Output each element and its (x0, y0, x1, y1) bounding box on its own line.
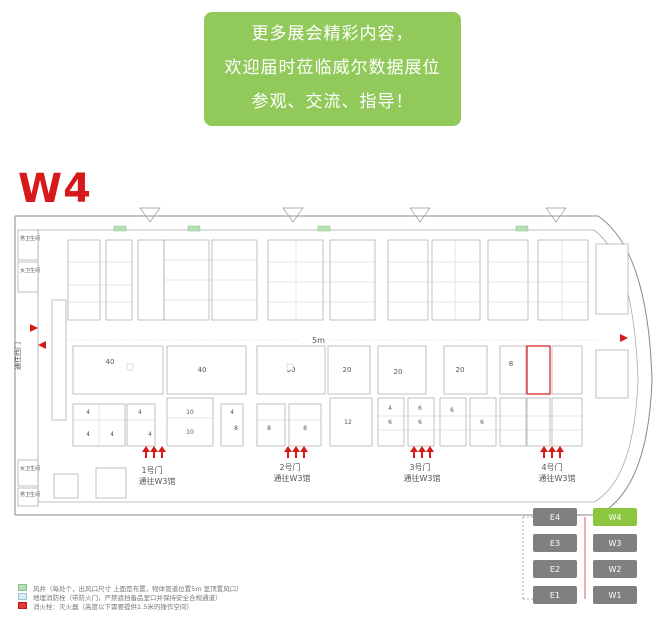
hall-title: W4 (18, 166, 92, 212)
svg-text:4: 4 (148, 431, 152, 438)
upper-booth-dividers (68, 240, 588, 320)
middle-booths (72, 345, 629, 399)
minimap-hall-e1: E1 (533, 586, 577, 604)
svg-text:20: 20 (394, 368, 403, 376)
fire-extinguisher-icon (18, 602, 27, 609)
gate-2-sub: 通往W3馆 (274, 473, 311, 483)
gate-2-label: 2号门 (279, 462, 300, 472)
svg-text:6: 6 (418, 405, 422, 412)
gate-1-label: 1号门 (141, 465, 162, 475)
gate-3-sub: 通往W3馆 (404, 473, 441, 483)
svg-text:8: 8 (303, 425, 307, 432)
men-restroom-bottom: 男卫生间 (20, 491, 40, 498)
minimap-hall-e4: E4 (533, 508, 577, 526)
hall-minimap: E4 W4 E3 W3 E2 W2 E1 W1 (519, 503, 649, 610)
svg-text:4: 4 (388, 405, 392, 412)
banner-line-3: 参观、交流、指导！ (251, 92, 414, 112)
minimap-hall-w4-active: W4 (593, 508, 637, 526)
svg-text:4: 4 (86, 431, 90, 438)
svg-text:10: 10 (186, 409, 194, 416)
legend-item: 消火栓：灭火器（高度以下需要提供1.5米的操作空间） (18, 601, 438, 611)
svg-text:6: 6 (450, 407, 454, 414)
legend-item: 风井（每处个，出风口尺寸 上面是布置，物体管道位置5m 室顶置风口） (18, 583, 438, 593)
svg-text:20: 20 (456, 366, 465, 374)
west-gate-arrows (30, 324, 46, 349)
minimap-hall-e3: E3 (533, 534, 577, 552)
svg-text:8: 8 (234, 425, 238, 432)
restroom-labels: 男卫生间 女卫生间 女卫生间 男卫生间 (20, 235, 40, 498)
minimap-hall-w3: W3 (593, 534, 637, 552)
top-entrances (139, 207, 567, 223)
hall-outline (15, 215, 653, 516)
gate-3-label: 3号门 (409, 462, 430, 472)
svg-text:40: 40 (198, 366, 207, 374)
svg-text:4: 4 (86, 409, 90, 416)
upper-booths (67, 239, 629, 321)
banner-line-1: 更多展会精彩内容， (251, 24, 414, 44)
gate-arrows (142, 446, 564, 458)
east-arrow (620, 334, 628, 342)
svg-text:40: 40 (106, 358, 115, 366)
gate-4-sub: 通往W3馆 (539, 473, 576, 483)
svg-text:12: 12 (344, 419, 352, 426)
svg-text:6: 6 (388, 419, 392, 426)
highlighted-booth (526, 345, 551, 395)
air-shafts (113, 225, 529, 232)
gate-1-sub: 通往W3馆 (139, 476, 176, 486)
hydrant-icon (18, 593, 27, 600)
promo-banner: 更多展会精彩内容， 欢迎届时莅临威尔数据展位 参观、交流、指导！ (204, 12, 461, 126)
svg-text:4: 4 (230, 409, 234, 416)
legend-item: 地埋消防栓（带防火门，严禁遮挡备品室口并保持安全合规通道） (18, 592, 438, 602)
minimap-hall-w1: W1 (593, 586, 637, 604)
aisle-label: 5m (312, 336, 325, 345)
men-restroom-top: 男卫生间 (20, 235, 40, 242)
svg-text:6: 6 (480, 419, 484, 426)
gate-labels: 1号门 通往W3馆 2号门 通往W3馆 3号门 通往W3馆 4号门 通往W3馆 (139, 462, 576, 486)
lower-booth-numbers: 10 10 8 8 8 12 4 4 4 4 4 4 4 6 6 6 6 6 4 (62, 379, 484, 438)
svg-text:6: 6 (418, 419, 422, 426)
women-restroom-top: 女卫生间 (20, 267, 40, 274)
svg-text:10: 10 (186, 429, 194, 436)
air-shaft-icon (18, 584, 27, 591)
lower-booths (72, 397, 583, 447)
banner-line-2: 欢迎届时莅临威尔数据展位 (224, 58, 441, 78)
legend: 风井（每处个，出风口尺寸 上面是布置，物体管道位置5m 室顶置风口） 地埋消防栓… (18, 583, 438, 611)
west-side-area (17, 229, 67, 507)
west-gate-label: 通往西门 (13, 342, 22, 370)
gate-4-label: 4号门 (541, 462, 562, 472)
svg-text:4: 4 (110, 431, 114, 438)
minimap-hall-w2: W2 (593, 560, 637, 578)
svg-text:8: 8 (267, 425, 271, 432)
svg-text:4: 4 (138, 409, 142, 416)
women-restroom-bottom: 女卫生间 (20, 465, 40, 472)
svg-text:8: 8 (509, 360, 513, 368)
svg-text:20: 20 (343, 366, 352, 374)
minimap-hall-e2: E2 (533, 560, 577, 578)
